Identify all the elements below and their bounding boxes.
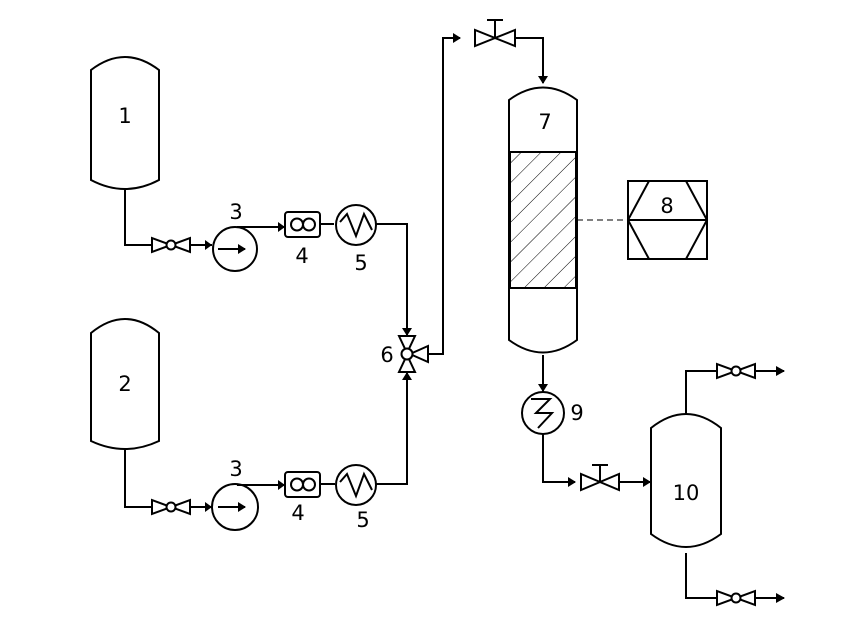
cooler-label: 9 <box>570 401 583 425</box>
separator-label: 10 <box>673 481 700 505</box>
mixing-valve[interactable] <box>397 335 429 373</box>
flow-meter-top <box>284 211 321 238</box>
reactor-inlet-valve[interactable] <box>474 19 516 48</box>
feed-valve-bottom[interactable] <box>151 498 191 516</box>
reactor-feed-line <box>428 19 548 355</box>
catalyst-bed <box>509 151 577 289</box>
liquid-outlet-line <box>685 553 785 607</box>
preheater-bottom-label: 5 <box>356 508 369 532</box>
gas-liquid-separator: 10 <box>650 413 722 548</box>
preheater-top-label: 5 <box>354 251 367 275</box>
gas-outlet-line <box>685 362 785 414</box>
heating-furnace: 8 <box>626 180 709 260</box>
pump-bottom-label: 3 <box>229 457 242 481</box>
furnace-label: 8 <box>660 194 673 218</box>
flow-meter-bottom <box>284 471 321 498</box>
flow-meter-bottom-label: 4 <box>291 501 304 525</box>
pump-top-label: 3 <box>229 200 242 224</box>
feed-tank-2: 2 <box>90 318 160 450</box>
preheater-bottom <box>335 464 377 506</box>
liquid-outlet-valve[interactable] <box>716 589 756 607</box>
pump-bottom <box>211 480 285 531</box>
cooler <box>521 391 565 435</box>
fixed-bed-reactor: 7 <box>508 86 578 354</box>
reactor-outlet-line: 9 <box>521 355 651 492</box>
feed-valve-top[interactable] <box>151 236 191 254</box>
separator-inlet-valve[interactable] <box>580 464 620 492</box>
pump-top <box>212 222 285 272</box>
reactor-label: 7 <box>538 110 551 134</box>
feed-tank-1: 1 <box>90 56 160 190</box>
tank-2-label: 2 <box>118 372 131 396</box>
preheater-top <box>335 204 377 246</box>
flow-meter-top-label: 4 <box>295 244 308 268</box>
tank-1-label: 1 <box>118 104 131 128</box>
gas-outlet-valve[interactable] <box>716 362 756 380</box>
top-feed-line: 3 4 5 <box>124 190 412 336</box>
bottom-feed-line: 3 4 5 <box>124 372 412 532</box>
mixer-label: 6 <box>380 343 393 367</box>
